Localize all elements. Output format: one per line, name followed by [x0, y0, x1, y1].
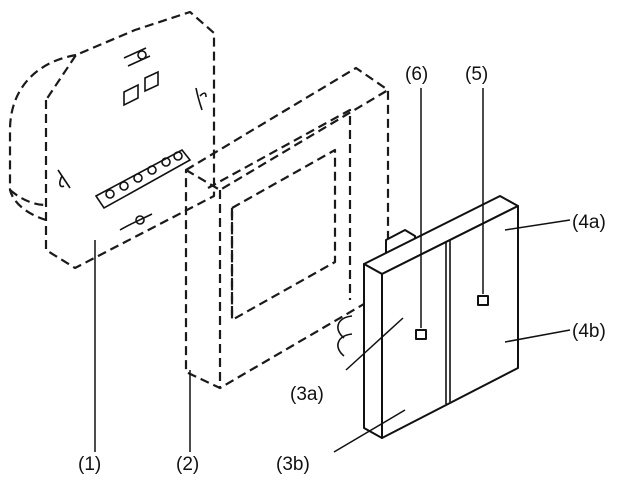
label-4b: (4b): [572, 321, 606, 342]
label-5: (5): [465, 64, 488, 85]
label-2: (2): [176, 454, 199, 475]
insert-module: [8, 10, 216, 270]
label-1: (1): [78, 454, 101, 475]
label-3a: (3a): [290, 384, 324, 405]
label-6: (6): [405, 64, 428, 85]
leader-lines: [94, 88, 571, 453]
rocker-unit: [337, 195, 519, 439]
led-window-left: [415, 329, 427, 340]
label-4a: (4a): [572, 212, 606, 233]
label-3b: (3b): [276, 454, 310, 475]
led-window-right: [477, 295, 489, 306]
frame: [184, 66, 390, 390]
